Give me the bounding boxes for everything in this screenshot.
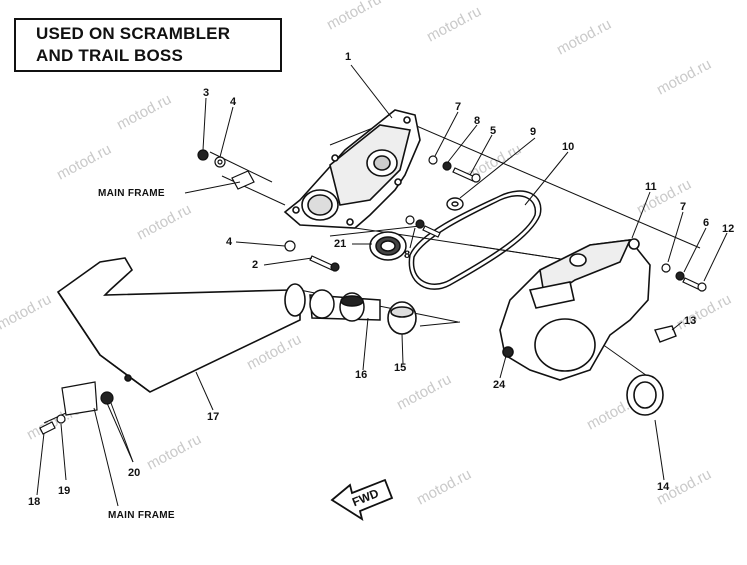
part-numbers: 1 2 3 4 4 5 6 7 7 8 8 9 10 11 12 13 14 1… <box>28 51 734 508</box>
leader-lines <box>36 64 728 507</box>
clip-13 <box>654 325 677 343</box>
part-number: 8 <box>474 115 480 127</box>
part-number: 21 <box>334 238 346 250</box>
part-number: 14 <box>657 481 670 493</box>
part-number: 9 <box>530 126 536 138</box>
spacer-9 <box>446 197 464 211</box>
svg-text:motod.ru: motod.ru <box>654 56 714 99</box>
svg-text:motod.ru: motod.ru <box>394 371 454 414</box>
part-number: 2 <box>252 259 258 271</box>
air-duct-17 <box>56 257 306 393</box>
part-number: 24 <box>493 379 506 391</box>
main-frame-label-top: MAIN FRAME <box>98 188 165 199</box>
seal-21 <box>369 231 407 261</box>
part-number: 6 <box>703 217 709 229</box>
title-line-2: AND TRAIL BOSS <box>36 46 183 65</box>
part-number: 1 <box>345 51 351 63</box>
part-number: 4 <box>230 96 237 108</box>
part-number: 7 <box>455 101 461 113</box>
svg-text:motod.ru: motod.ru <box>54 141 114 184</box>
part-number: 20 <box>128 467 140 479</box>
part-number: 18 <box>28 496 40 508</box>
part-number: 4 <box>226 236 233 248</box>
svg-text:motod.ru: motod.ru <box>134 201 194 244</box>
svg-text:motod.ru: motod.ru <box>324 0 384 34</box>
drive-belt <box>408 190 542 290</box>
svg-text:motod.ru: motod.ru <box>674 291 734 334</box>
svg-text:motod.ru: motod.ru <box>0 291 54 334</box>
title-line-1: USED ON SCRAMBLER <box>36 24 231 43</box>
part-number: 11 <box>645 181 657 193</box>
svg-text:motod.ru: motod.ru <box>114 91 174 134</box>
part-number: 17 <box>207 411 219 423</box>
svg-text:motod.ru: motod.ru <box>554 16 614 59</box>
outer-cover-11 <box>499 238 651 381</box>
svg-text:motod.ru: motod.ru <box>414 466 474 509</box>
main-frame-label-bottom: MAIN FRAME <box>108 510 175 521</box>
inner-cover-plate <box>283 109 421 229</box>
part-number: 8 <box>404 249 410 261</box>
disk-14 <box>626 374 664 416</box>
part-number: 10 <box>562 141 574 153</box>
duct-tube-16 <box>309 289 381 322</box>
part-number: 15 <box>394 362 406 374</box>
part-number: 16 <box>355 369 367 381</box>
part-number: 12 <box>722 223 734 235</box>
part-number: 19 <box>58 485 70 497</box>
part-number: 5 <box>490 125 496 137</box>
part-number: 3 <box>203 87 209 99</box>
svg-text:motod.ru: motod.ru <box>144 431 204 474</box>
ring-15 <box>387 301 417 335</box>
svg-text:motod.ru: motod.ru <box>424 3 484 46</box>
part-number: 7 <box>680 201 686 213</box>
part-number: 13 <box>684 315 696 327</box>
fwd-arrow: FWD <box>330 478 394 521</box>
title-box: USED ON SCRAMBLER AND TRAIL BOSS <box>14 18 282 72</box>
